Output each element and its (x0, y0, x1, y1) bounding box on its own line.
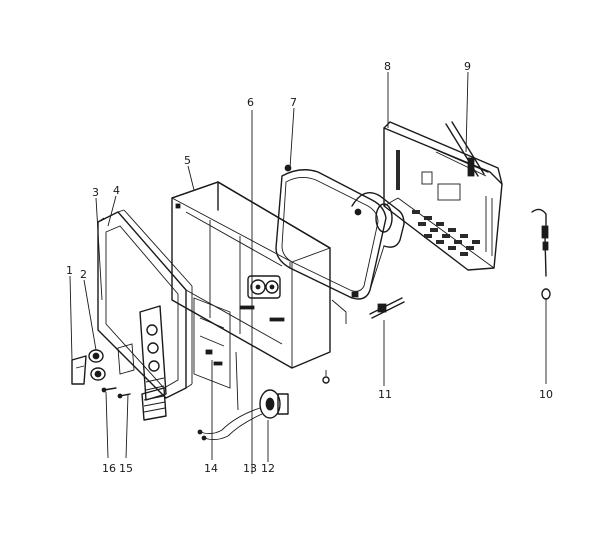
callout-15: 15 (119, 462, 133, 475)
callout-12: 12 (261, 462, 275, 475)
part-knob-bracket (117, 343, 135, 375)
callout-1: 1 (66, 264, 73, 277)
part-tuner-assembly (247, 275, 281, 299)
part-power-cord (531, 208, 551, 300)
callout-labels: 1 2 3 4 5 6 7 8 9 10 11 12 13 14 15 16 (66, 60, 553, 475)
part-picture-tube (275, 164, 405, 300)
part-circuit-board (193, 297, 231, 389)
leader-lines (69, 71, 547, 474)
callout-7: 7 (290, 96, 297, 109)
callout-2: 2 (80, 268, 87, 281)
callout-8: 8 (384, 60, 391, 73)
part-antenna (431, 121, 489, 177)
callout-13: 13 (243, 462, 257, 475)
callout-3: 3 (92, 186, 99, 199)
callout-16: 16 (102, 462, 116, 475)
part-speaker-grille (141, 387, 167, 421)
part-front-bezel (97, 209, 193, 399)
callout-5: 5 (184, 154, 191, 167)
part-cabinet-housing (171, 181, 331, 369)
part-speaker (197, 389, 289, 441)
callout-4: 4 (113, 184, 120, 197)
callout-11: 11 (378, 388, 392, 401)
part-small-screw (322, 370, 330, 384)
part-back-cover (383, 121, 503, 271)
callout-6: 6 (247, 96, 254, 109)
part-control-knobs (71, 349, 106, 385)
callout-9: 9 (464, 60, 471, 73)
callout-14: 14 (204, 462, 218, 475)
part-connector (331, 297, 405, 324)
part-control-panel (139, 305, 167, 401)
callout-10: 10 (539, 388, 553, 401)
